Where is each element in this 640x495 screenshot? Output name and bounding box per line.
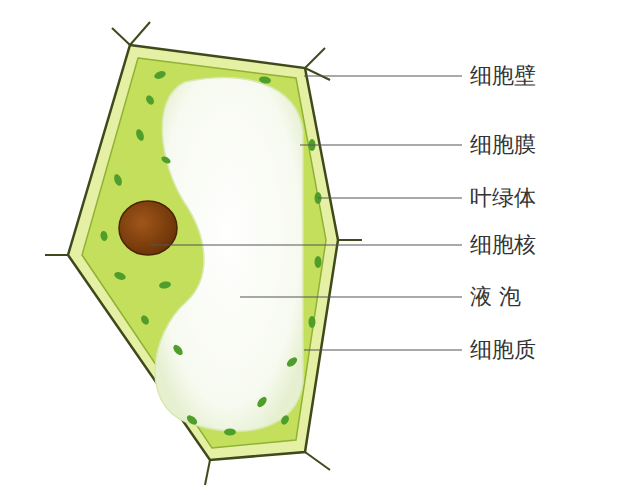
chloroplasts [100,70,322,436]
part-label: 细胞壁 [470,65,536,87]
part-label: 叶绿体 [470,187,536,209]
part-label: 液 泡 [470,286,521,308]
cell-wall [68,45,338,460]
nucleus [119,201,177,255]
cytoplasm [82,58,326,448]
leader-lines [150,76,462,350]
part-label: 细胞核 [470,234,536,256]
part-label: 细胞质 [470,339,536,361]
vacuole [155,78,303,432]
part-label: 细胞膜 [470,134,536,156]
